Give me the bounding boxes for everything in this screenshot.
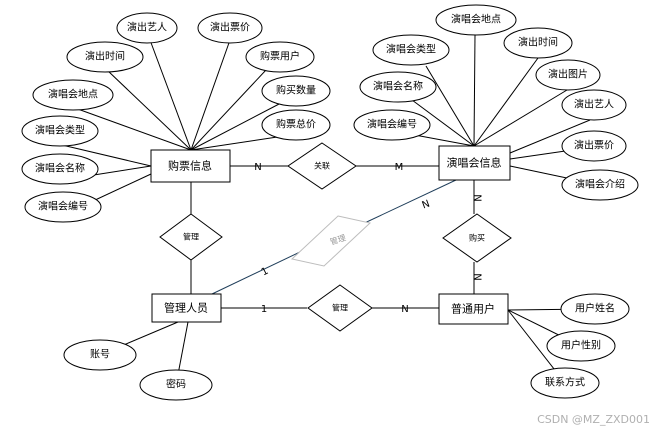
attr-concert-image: 演出图片 <box>535 59 601 91</box>
attr-ticket-buyer: 购票用户 <box>245 41 315 73</box>
svg-text:用户性别: 用户性别 <box>561 339 601 352</box>
attr-ticket-total: 购票总价 <box>261 109 331 141</box>
attr-concert-type: 演唱会类型 <box>372 34 450 66</box>
edge-concert-artist <box>509 119 591 154</box>
edge-ticket-quantity <box>190 102 282 151</box>
entity-admin: 管理人员 <box>151 293 222 323</box>
attr-concert-price: 演出票价 <box>561 130 627 162</box>
attr-ticket-id: 演唱会编号 <box>24 191 102 223</box>
svg-text:管理: 管理 <box>329 232 347 246</box>
svg-text:演出艺人: 演出艺人 <box>574 98 614 111</box>
edge-concert-location <box>473 34 476 147</box>
svg-text:演出图片: 演出图片 <box>548 68 588 81</box>
svg-text:演唱会地点: 演唱会地点 <box>48 88 98 101</box>
relation-associate: 关联 <box>287 142 357 190</box>
svg-text:联系方式: 联系方式 <box>545 376 585 389</box>
attr-ticket-price: 演出票价 <box>197 12 263 44</box>
attr-user-contact: 联系方式 <box>530 367 600 399</box>
attr-ticket-artist: 演出艺人 <box>116 12 178 44</box>
attr-ticket-type: 演唱会类型 <box>21 115 99 147</box>
relation-manage-user: 管理 <box>307 284 373 332</box>
svg-text:演唱会编号: 演唱会编号 <box>38 200 88 213</box>
svg-text:演唱会名称: 演唱会名称 <box>35 162 85 175</box>
svg-text:演唱会类型: 演唱会类型 <box>35 124 85 137</box>
attr-concert-name: 演唱会名称 <box>359 71 437 103</box>
edge-concert-name <box>411 99 475 147</box>
attr-user-name: 用户姓名 <box>560 293 630 325</box>
svg-text:演唱会信息: 演唱会信息 <box>447 156 502 170</box>
card-user-buy: N <box>472 273 483 280</box>
svg-text:用户姓名: 用户姓名 <box>575 302 615 315</box>
svg-text:管理: 管理 <box>183 232 199 242</box>
edge-concert-type <box>425 65 475 147</box>
relation-manage-ticket: 管理 <box>159 213 223 261</box>
svg-text:购票用户: 购票用户 <box>260 50 300 63</box>
svg-text:管理人员: 管理人员 <box>164 301 208 315</box>
svg-text:演唱会地点: 演唱会地点 <box>451 13 501 26</box>
svg-text:购买: 购买 <box>469 233 485 243</box>
edge-ticket-type <box>61 144 152 167</box>
attr-ticket-name: 演唱会名称 <box>21 153 99 185</box>
svg-text:演出艺人: 演出艺人 <box>127 21 167 34</box>
attr-concert-location: 演唱会地点 <box>435 4 517 36</box>
svg-text:账号: 账号 <box>90 349 110 361</box>
edge-ticket-time <box>106 69 192 151</box>
card-ticket-assoc: N <box>254 162 261 173</box>
svg-text:演唱会介绍: 演唱会介绍 <box>575 178 625 191</box>
card-concert-buy: N <box>472 194 483 201</box>
svg-text:演出时间: 演出时间 <box>518 36 558 49</box>
svg-text:演出票价: 演出票价 <box>574 139 614 152</box>
card-admin-manage-concert: 1 <box>260 266 271 279</box>
attr-user-gender: 用户性别 <box>546 330 616 362</box>
edge-concert-image <box>473 89 568 147</box>
relation-manage-concert: 管理 <box>290 215 372 267</box>
svg-text:购买数量: 购买数量 <box>276 84 316 97</box>
card-concert-assoc: M <box>395 162 404 173</box>
svg-text:购票总价: 购票总价 <box>276 118 316 131</box>
svg-text:演出票价: 演出票价 <box>210 21 250 34</box>
attr-concert-time: 演出时间 <box>503 27 573 59</box>
card-user-manage: N <box>401 304 408 315</box>
attr-admin-account: 账号 <box>63 339 137 371</box>
edge-ticket-price <box>190 39 231 151</box>
entity-ticket-info: 购票信息 <box>150 149 231 183</box>
svg-text:普通用户: 普通用户 <box>451 302 495 316</box>
entity-concert-info: 演唱会信息 <box>438 145 511 181</box>
edge-ticket-artist <box>149 39 192 151</box>
svg-text:演唱会名称: 演唱会名称 <box>373 80 423 93</box>
edge-ticket-location <box>74 107 192 151</box>
card-concert-manage: N <box>421 199 432 212</box>
edge-admin-manage-concert <box>211 251 301 295</box>
attr-ticket-quantity: 购买数量 <box>261 75 331 107</box>
card-admin-manage-user: 1 <box>261 304 267 315</box>
attr-admin-password: 密码 <box>139 369 213 401</box>
attr-concert-intro: 演唱会介绍 <box>561 169 639 201</box>
svg-text:演出时间: 演出时间 <box>85 50 125 63</box>
svg-text:演唱会编号: 演唱会编号 <box>367 118 417 131</box>
edge-ticket-total <box>190 135 285 151</box>
attr-concert-artist: 演出艺人 <box>561 89 627 121</box>
relation-buy: 购买 <box>442 213 512 263</box>
attr-concert-id: 演唱会编号 <box>353 109 431 141</box>
attr-ticket-time: 演出时间 <box>66 41 144 73</box>
edge-ticket-buyer <box>190 69 267 151</box>
svg-text:购票信息: 购票信息 <box>168 159 212 173</box>
watermark: CSDN @MZ_ZXD001 <box>537 413 650 426</box>
edge-manage-concert <box>355 179 457 228</box>
svg-text:密码: 密码 <box>166 378 186 391</box>
svg-text:演唱会类型: 演唱会类型 <box>386 43 436 56</box>
svg-text:管理: 管理 <box>332 303 348 313</box>
attr-ticket-location: 演唱会地点 <box>32 79 114 111</box>
svg-text:关联: 关联 <box>314 161 330 171</box>
entity-user: 普通用户 <box>438 293 509 325</box>
edge-concert-time <box>473 57 539 147</box>
